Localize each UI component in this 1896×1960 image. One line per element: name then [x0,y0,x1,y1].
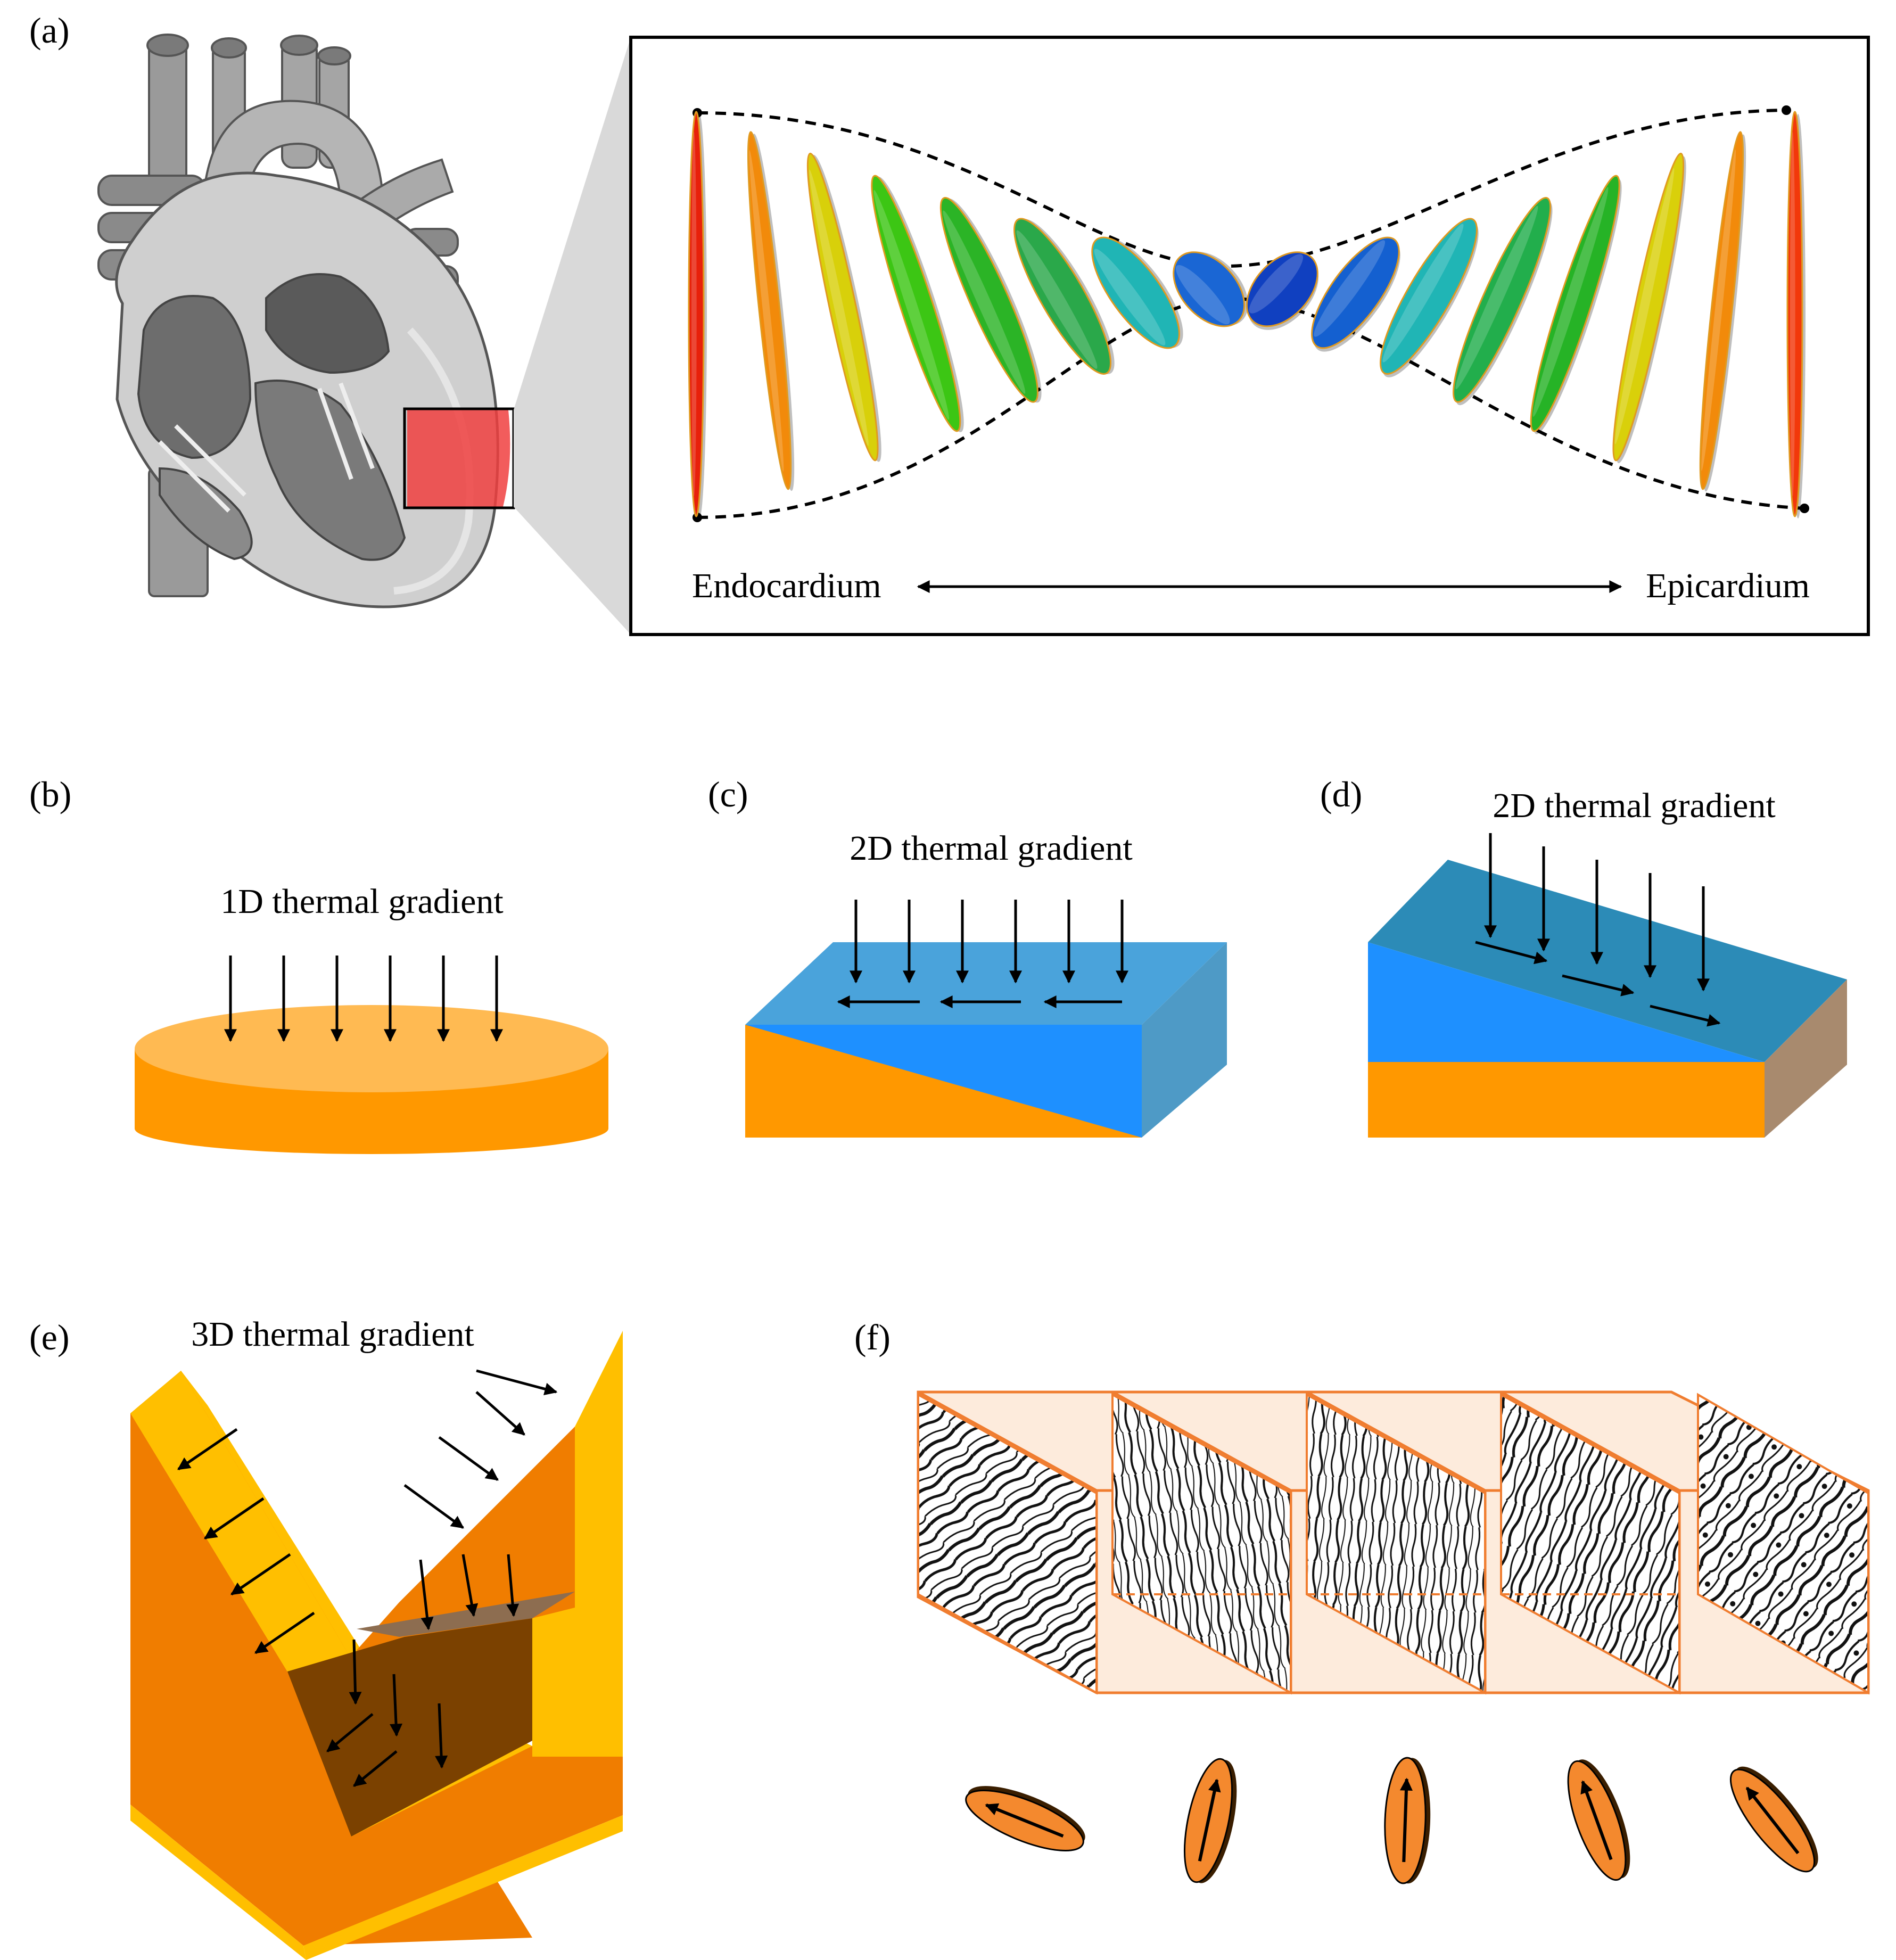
orientation-disk [1729,1766,1818,1873]
gradient-arrow [230,1553,291,1596]
gradient-arrow [177,1428,238,1471]
envelope-endpoint [1782,105,1791,115]
fiber-zoom-box [629,36,1870,636]
zoom-wedge [514,37,631,635]
fiber [1311,236,1400,352]
gradient-arrows-d [1475,833,1721,1027]
gradient-arrows-c [837,900,1128,1008]
gradient-arrow [390,1674,403,1737]
fiber [1246,251,1319,330]
slice-stack [917,1390,1870,1695]
gradient-arrow [506,1554,520,1617]
gradient-arrow [438,1436,499,1481]
fiber [688,111,707,518]
block-sample-d [1368,860,1847,1138]
panel-label-e: (e) [29,1317,69,1357]
fiber [1173,251,1248,327]
panel-label-d: (d) [1320,774,1362,814]
gradient-arrows-e [177,1369,558,1787]
orientation-disks [965,1757,1818,1884]
block-sample-c [745,942,1227,1138]
fiber-envelope-top [697,109,1787,268]
gradient-arrow [461,1554,479,1617]
gradient-arrow [476,1369,558,1396]
gradient-arrow [254,1611,315,1654]
panel-label-b: (b) [29,774,71,814]
gradient-arrow [1475,941,1548,965]
orientation-disk [1384,1757,1431,1884]
gradient-arrow [475,1391,525,1436]
fiber [806,152,881,462]
fiber [747,131,795,491]
epicardium-label: Epicardium [1646,566,1810,605]
gradient-arrow [403,1484,464,1529]
fiber [871,175,964,432]
gradient-label-e: 3D thermal gradient [191,1315,474,1354]
disk-sample [135,1005,608,1154]
fiber-group [688,111,1806,518]
fiber [1786,111,1806,518]
fiber [939,197,1042,403]
gradient-arrow [349,1639,362,1705]
orientation-disk [965,1786,1085,1852]
orientation-disk [1567,1759,1630,1881]
fiber [1380,218,1479,377]
fiber [1091,236,1183,349]
gradient-label-c: 2D thermal gradient [850,829,1132,868]
gradient-arrow [1562,974,1635,997]
gradient-arrow [353,1750,398,1787]
fiber [1013,218,1115,375]
fiber [1699,131,1746,492]
gradient-arrow [419,1559,434,1630]
orientation-disk [1183,1758,1237,1883]
panel-label-a: (a) [29,10,69,51]
gradient-arrows-b [224,956,503,1042]
fiber [1530,175,1622,434]
heart-illustration [97,34,515,608]
v-channel-sample [130,1331,623,1960]
envelope-endpoint [1800,504,1809,513]
panel-label-c: (c) [708,774,748,814]
fiber [1612,152,1686,464]
gradient-label-d: 2D thermal gradient [1493,786,1775,825]
fiber [1453,197,1553,406]
gradient-label-b: 1D thermal gradient [220,882,503,921]
gradient-arrow [326,1713,374,1752]
endocardium-label: Endocardium [692,566,881,605]
gradient-arrow [1650,1004,1721,1027]
panel-label-f: (f) [854,1317,891,1357]
gradient-arrow [204,1497,265,1540]
gradient-arrow [435,1703,448,1769]
